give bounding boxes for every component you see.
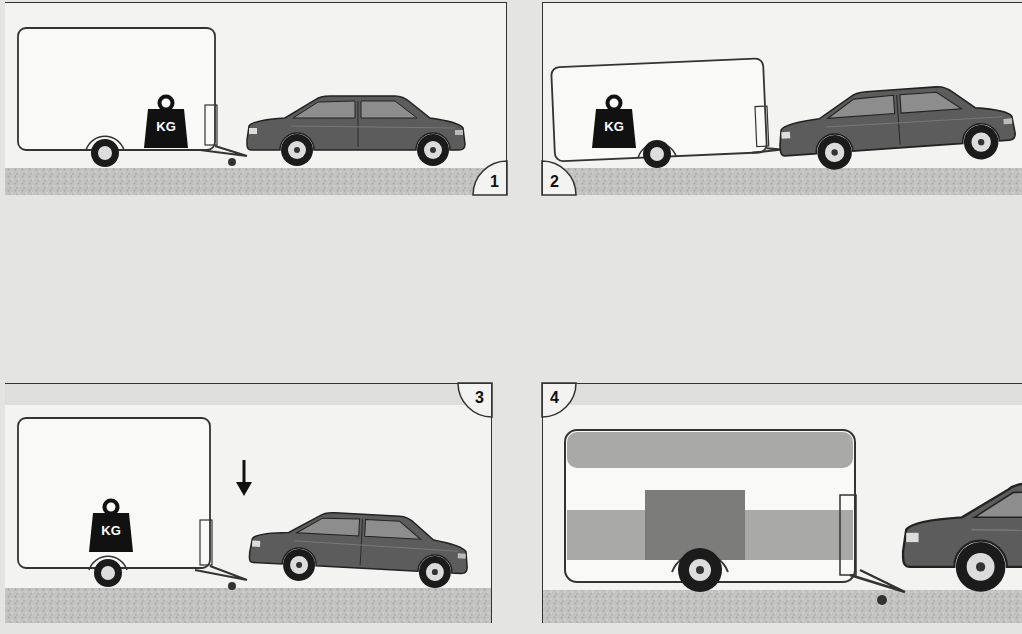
panel-number: 3	[475, 390, 484, 406]
weight-icon: KG	[88, 498, 134, 552]
weight-icon: KG	[591, 94, 637, 148]
panel-frame: 4	[542, 383, 1022, 623]
panel-number: 4	[550, 390, 559, 406]
panel-frame: 2 KG	[542, 2, 1022, 195]
weight-label: KG	[591, 120, 637, 133]
panel-number: 2	[550, 174, 559, 190]
weight-label: KG	[88, 524, 134, 537]
panel-frame: 1 KG	[5, 2, 507, 195]
panel-frame: 3KG	[5, 383, 492, 623]
weight-label: KG	[143, 120, 189, 133]
panel-number: 1	[490, 174, 499, 190]
weight-icon: KG	[143, 94, 189, 148]
